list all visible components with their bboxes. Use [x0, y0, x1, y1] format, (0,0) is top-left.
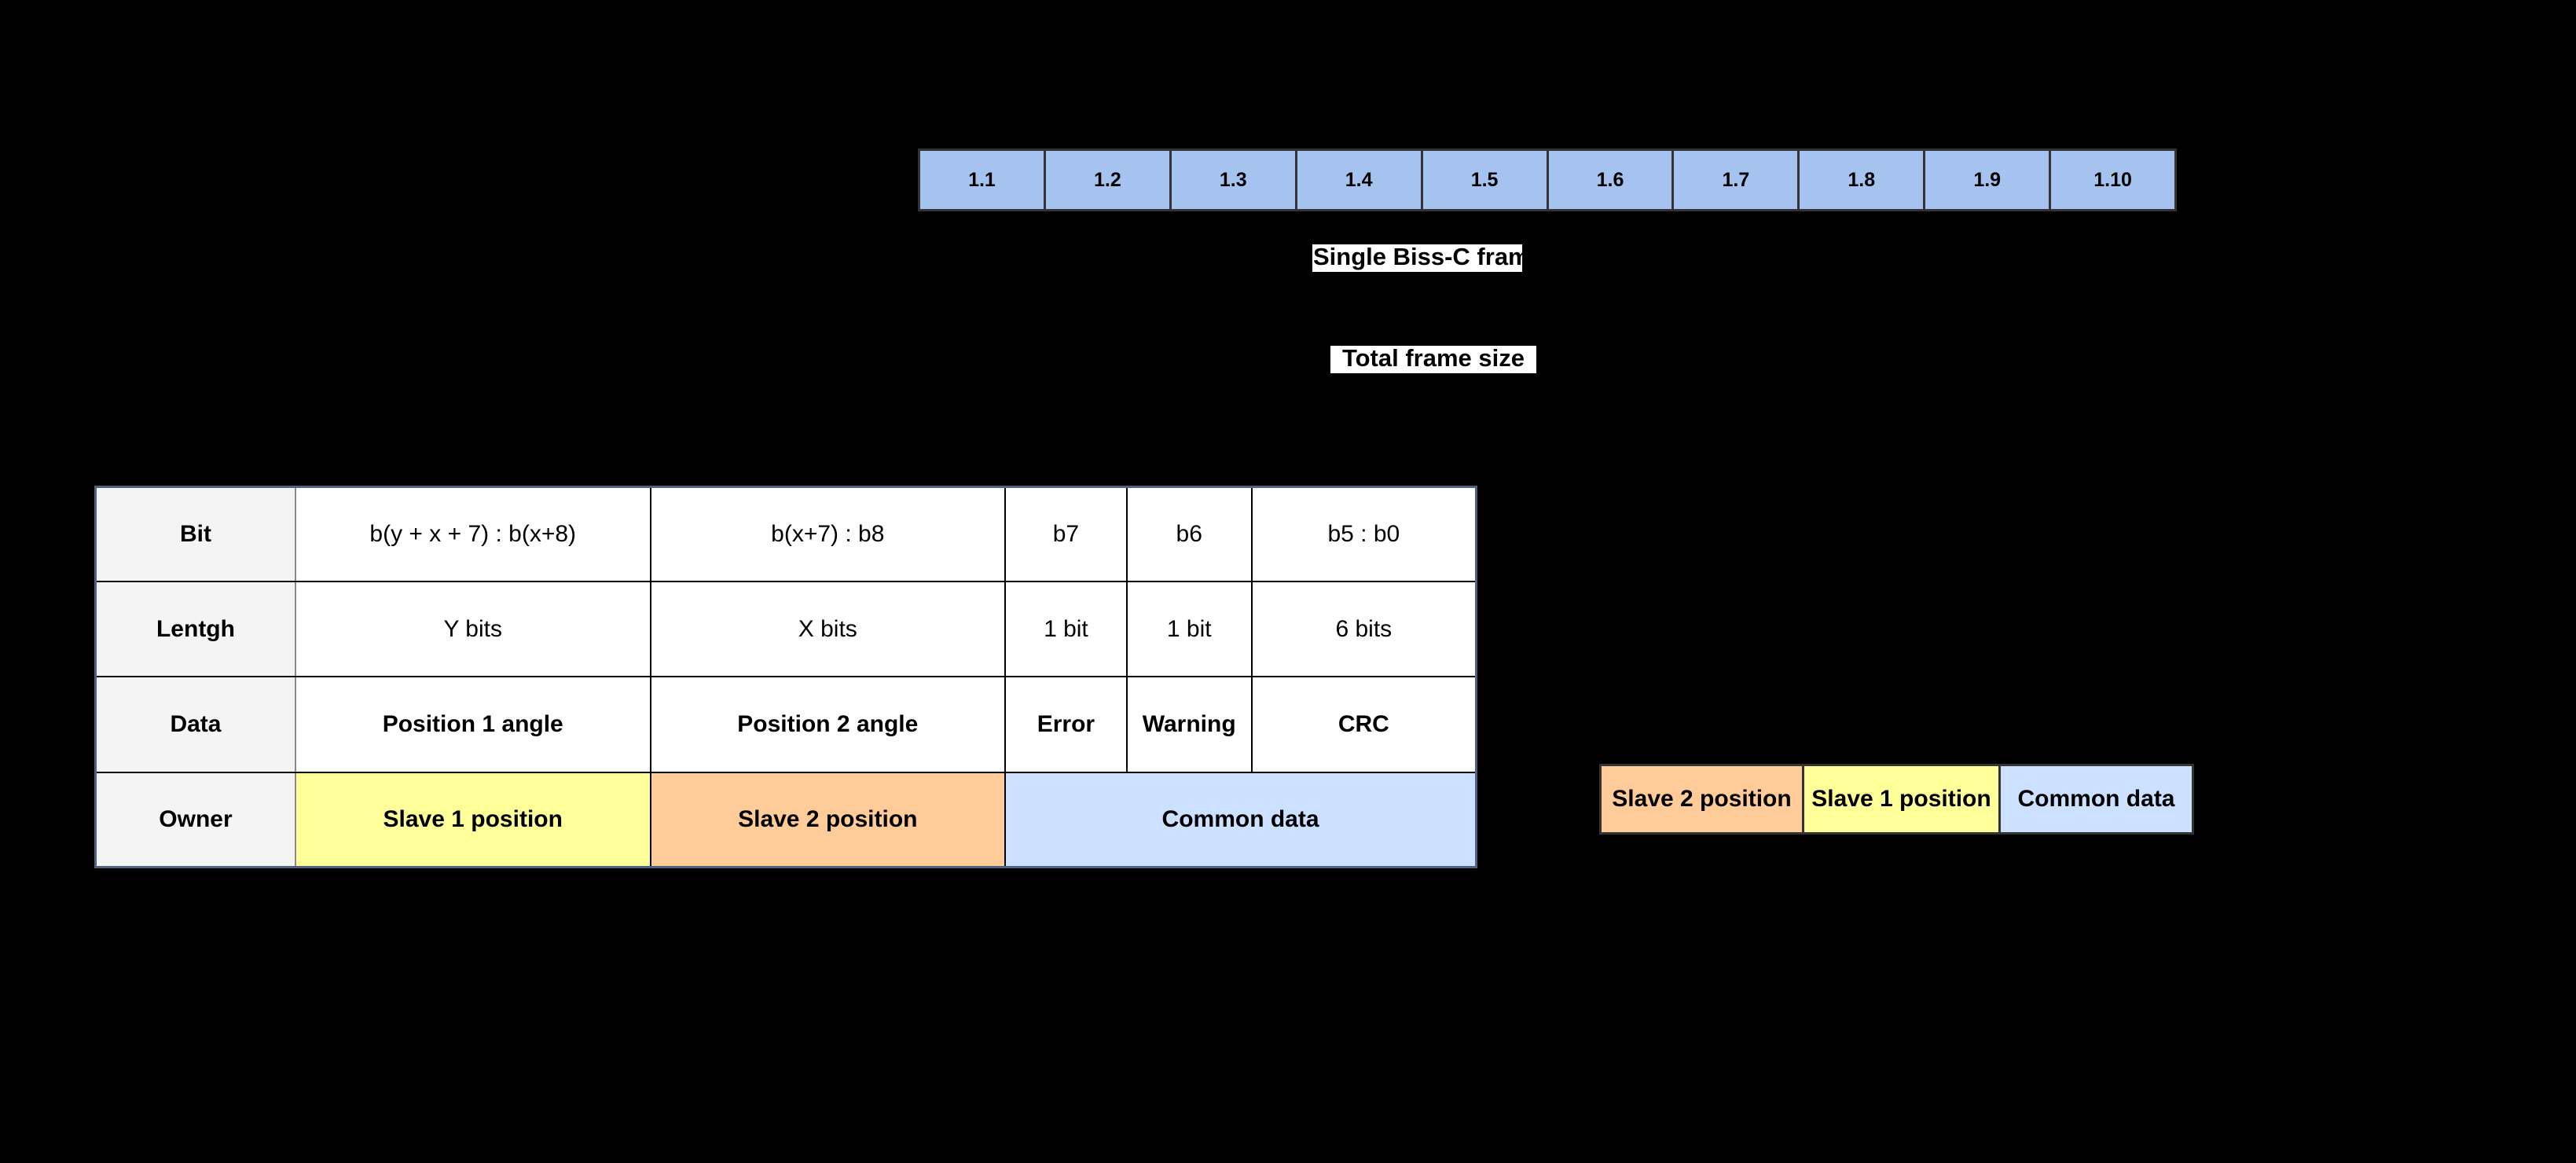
frame-cell-2: 1.2	[1045, 151, 1172, 209]
table-row-owner: Owner Slave 1 position Slave 2 position …	[97, 772, 1475, 866]
owner-common-data-cell: Common data	[1004, 772, 1475, 866]
owner-slave2-cell: Slave 2 position	[649, 772, 1007, 866]
bit-position2-cell: b(x+7) : b8	[649, 488, 1007, 582]
data-error-cell: Error	[1004, 676, 1128, 774]
table-row-bit: Bit b(y + x + 7) : b(x+8) b(x+7) : b8 b7…	[97, 488, 1475, 582]
frame-cell-5: 1.5	[1422, 151, 1549, 209]
length-position1-cell: Y bits	[294, 580, 651, 678]
owner-legend: Slave 2 position Slave 1 position Common…	[1599, 764, 2194, 835]
row-header-bit: Bit	[97, 488, 296, 582]
frame-cell-7: 1.7	[1674, 151, 1800, 209]
frame-cell-6: 1.6	[1548, 151, 1675, 209]
bit-warning-cell: b6	[1125, 488, 1253, 582]
length-crc-cell: 6 bits	[1250, 580, 1475, 678]
table-row-data: Data Position 1 angle Position 2 angle E…	[97, 676, 1475, 774]
total-frame-size-label: Total frame size	[1330, 346, 1536, 373]
frame-cell-9: 1.9	[1925, 151, 2052, 209]
length-error-cell: 1 bit	[1004, 580, 1128, 678]
frame-breakdown-table: Bit b(y + x + 7) : b(x+8) b(x+7) : b8 b7…	[94, 486, 1477, 868]
frame-cell-3: 1.3	[1171, 151, 1297, 209]
bit-position1-cell: b(y + x + 7) : b(x+8)	[294, 488, 651, 582]
table-row-length: Lentgh Y bits X bits 1 bit 1 bit 6 bits	[97, 580, 1475, 678]
frame-cell-1: 1.1	[920, 151, 1046, 209]
bit-error-cell: b7	[1004, 488, 1128, 582]
length-position2-cell: X bits	[649, 580, 1007, 678]
row-header-owner: Owner	[97, 772, 296, 866]
row-header-data: Data	[97, 676, 296, 774]
single-frame-label: Single Biss-C fram	[1312, 244, 1522, 272]
frame-cell-8: 1.8	[1800, 151, 1926, 209]
data-position2-cell: Position 2 angle	[649, 676, 1007, 774]
legend-item-slave2-position: Slave 2 position	[1602, 766, 1804, 832]
single-biss-c-frame-strip: 1.1 1.2 1.3 1.4 1.5 1.6 1.7 1.8 1.9 1.10	[918, 149, 2177, 211]
owner-slave1-cell: Slave 1 position	[294, 772, 651, 866]
frame-cell-4: 1.4	[1297, 151, 1423, 209]
legend-item-slave1-position: Slave 1 position	[1804, 766, 2001, 832]
data-warning-cell: Warning	[1125, 676, 1253, 774]
bit-crc-cell: b5 : b0	[1250, 488, 1475, 582]
legend-item-common-data: Common data	[2001, 766, 2192, 832]
length-warning-cell: 1 bit	[1125, 580, 1253, 678]
frame-cell-10: 1.10	[2051, 151, 2175, 209]
row-header-length: Lentgh	[97, 580, 296, 678]
data-crc-cell: CRC	[1250, 676, 1475, 774]
data-position1-cell: Position 1 angle	[294, 676, 651, 774]
